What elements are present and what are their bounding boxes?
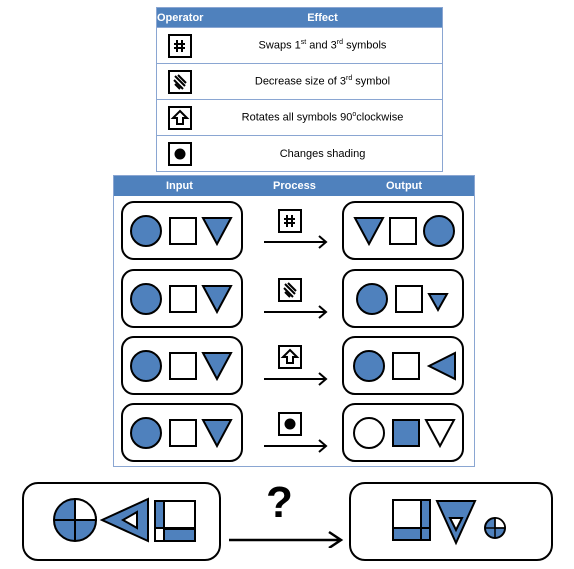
effect-header: Effect [307, 11, 338, 24]
nested-triangle-shape [99, 497, 149, 543]
square-shape [389, 217, 417, 245]
filled-circle-icon [168, 141, 192, 166]
triangle-shape [201, 217, 233, 247]
operator-row-shading: Changes shading [157, 135, 442, 171]
puzzle-arrow [229, 530, 344, 548]
process-decrease [264, 278, 328, 319]
input-header: Input [166, 180, 193, 192]
operator-table: Operator Effect Swaps 1st and 3rd symbol… [156, 7, 443, 172]
effect-decrease: Decrease size of 3rd symbol [254, 75, 391, 88]
operator-row-rotate: Rotates all symbols 90oclockwise [157, 99, 442, 135]
ipo-header: Input Process Output [114, 176, 474, 196]
quartered-circle-shape [53, 497, 98, 542]
puzzle-output [349, 482, 553, 561]
diagonal-stripes-icon [168, 69, 192, 94]
output-header: Output [386, 180, 423, 192]
operator-row-swap: Swaps 1st and 3rd symbols [157, 27, 442, 63]
divided-square-shape [392, 499, 431, 541]
process-header: Process [273, 180, 316, 192]
effect-swap: Swaps 1st and 3rd symbols [258, 39, 387, 52]
circle-shape [130, 215, 162, 247]
operator-row-decrease: Decrease size of 3rd symbol [157, 63, 442, 99]
process-rotate [264, 345, 328, 386]
example-1-output [342, 201, 464, 260]
triangle-shape [353, 217, 385, 247]
nested-triangle-shape [435, 500, 477, 546]
operator-header: Operator [157, 11, 204, 24]
process-shading [264, 412, 328, 453]
puzzle-input [22, 482, 221, 561]
divided-square-shape [154, 500, 196, 542]
quartered-circle-shape [484, 517, 506, 539]
process-swap [264, 209, 328, 249]
hash-icon [168, 33, 192, 58]
question-mark: ? [266, 478, 293, 527]
effect-shading: Changes shading [279, 147, 366, 160]
example-2-input [121, 269, 243, 328]
example-1-input [121, 201, 243, 260]
example-4-input [121, 403, 243, 462]
example-3-output [342, 336, 464, 395]
example-2-output [342, 269, 464, 328]
square-shape [169, 217, 197, 245]
ipo-table: Input Process Output [113, 175, 475, 467]
effect-rotate: Rotates all symbols 90oclockwise [241, 111, 404, 124]
circle-shape [423, 215, 455, 247]
example-4-output [342, 403, 464, 462]
example-3-input [121, 336, 243, 395]
up-arrow-icon [168, 105, 192, 130]
operator-table-header: Operator Effect [157, 8, 442, 27]
